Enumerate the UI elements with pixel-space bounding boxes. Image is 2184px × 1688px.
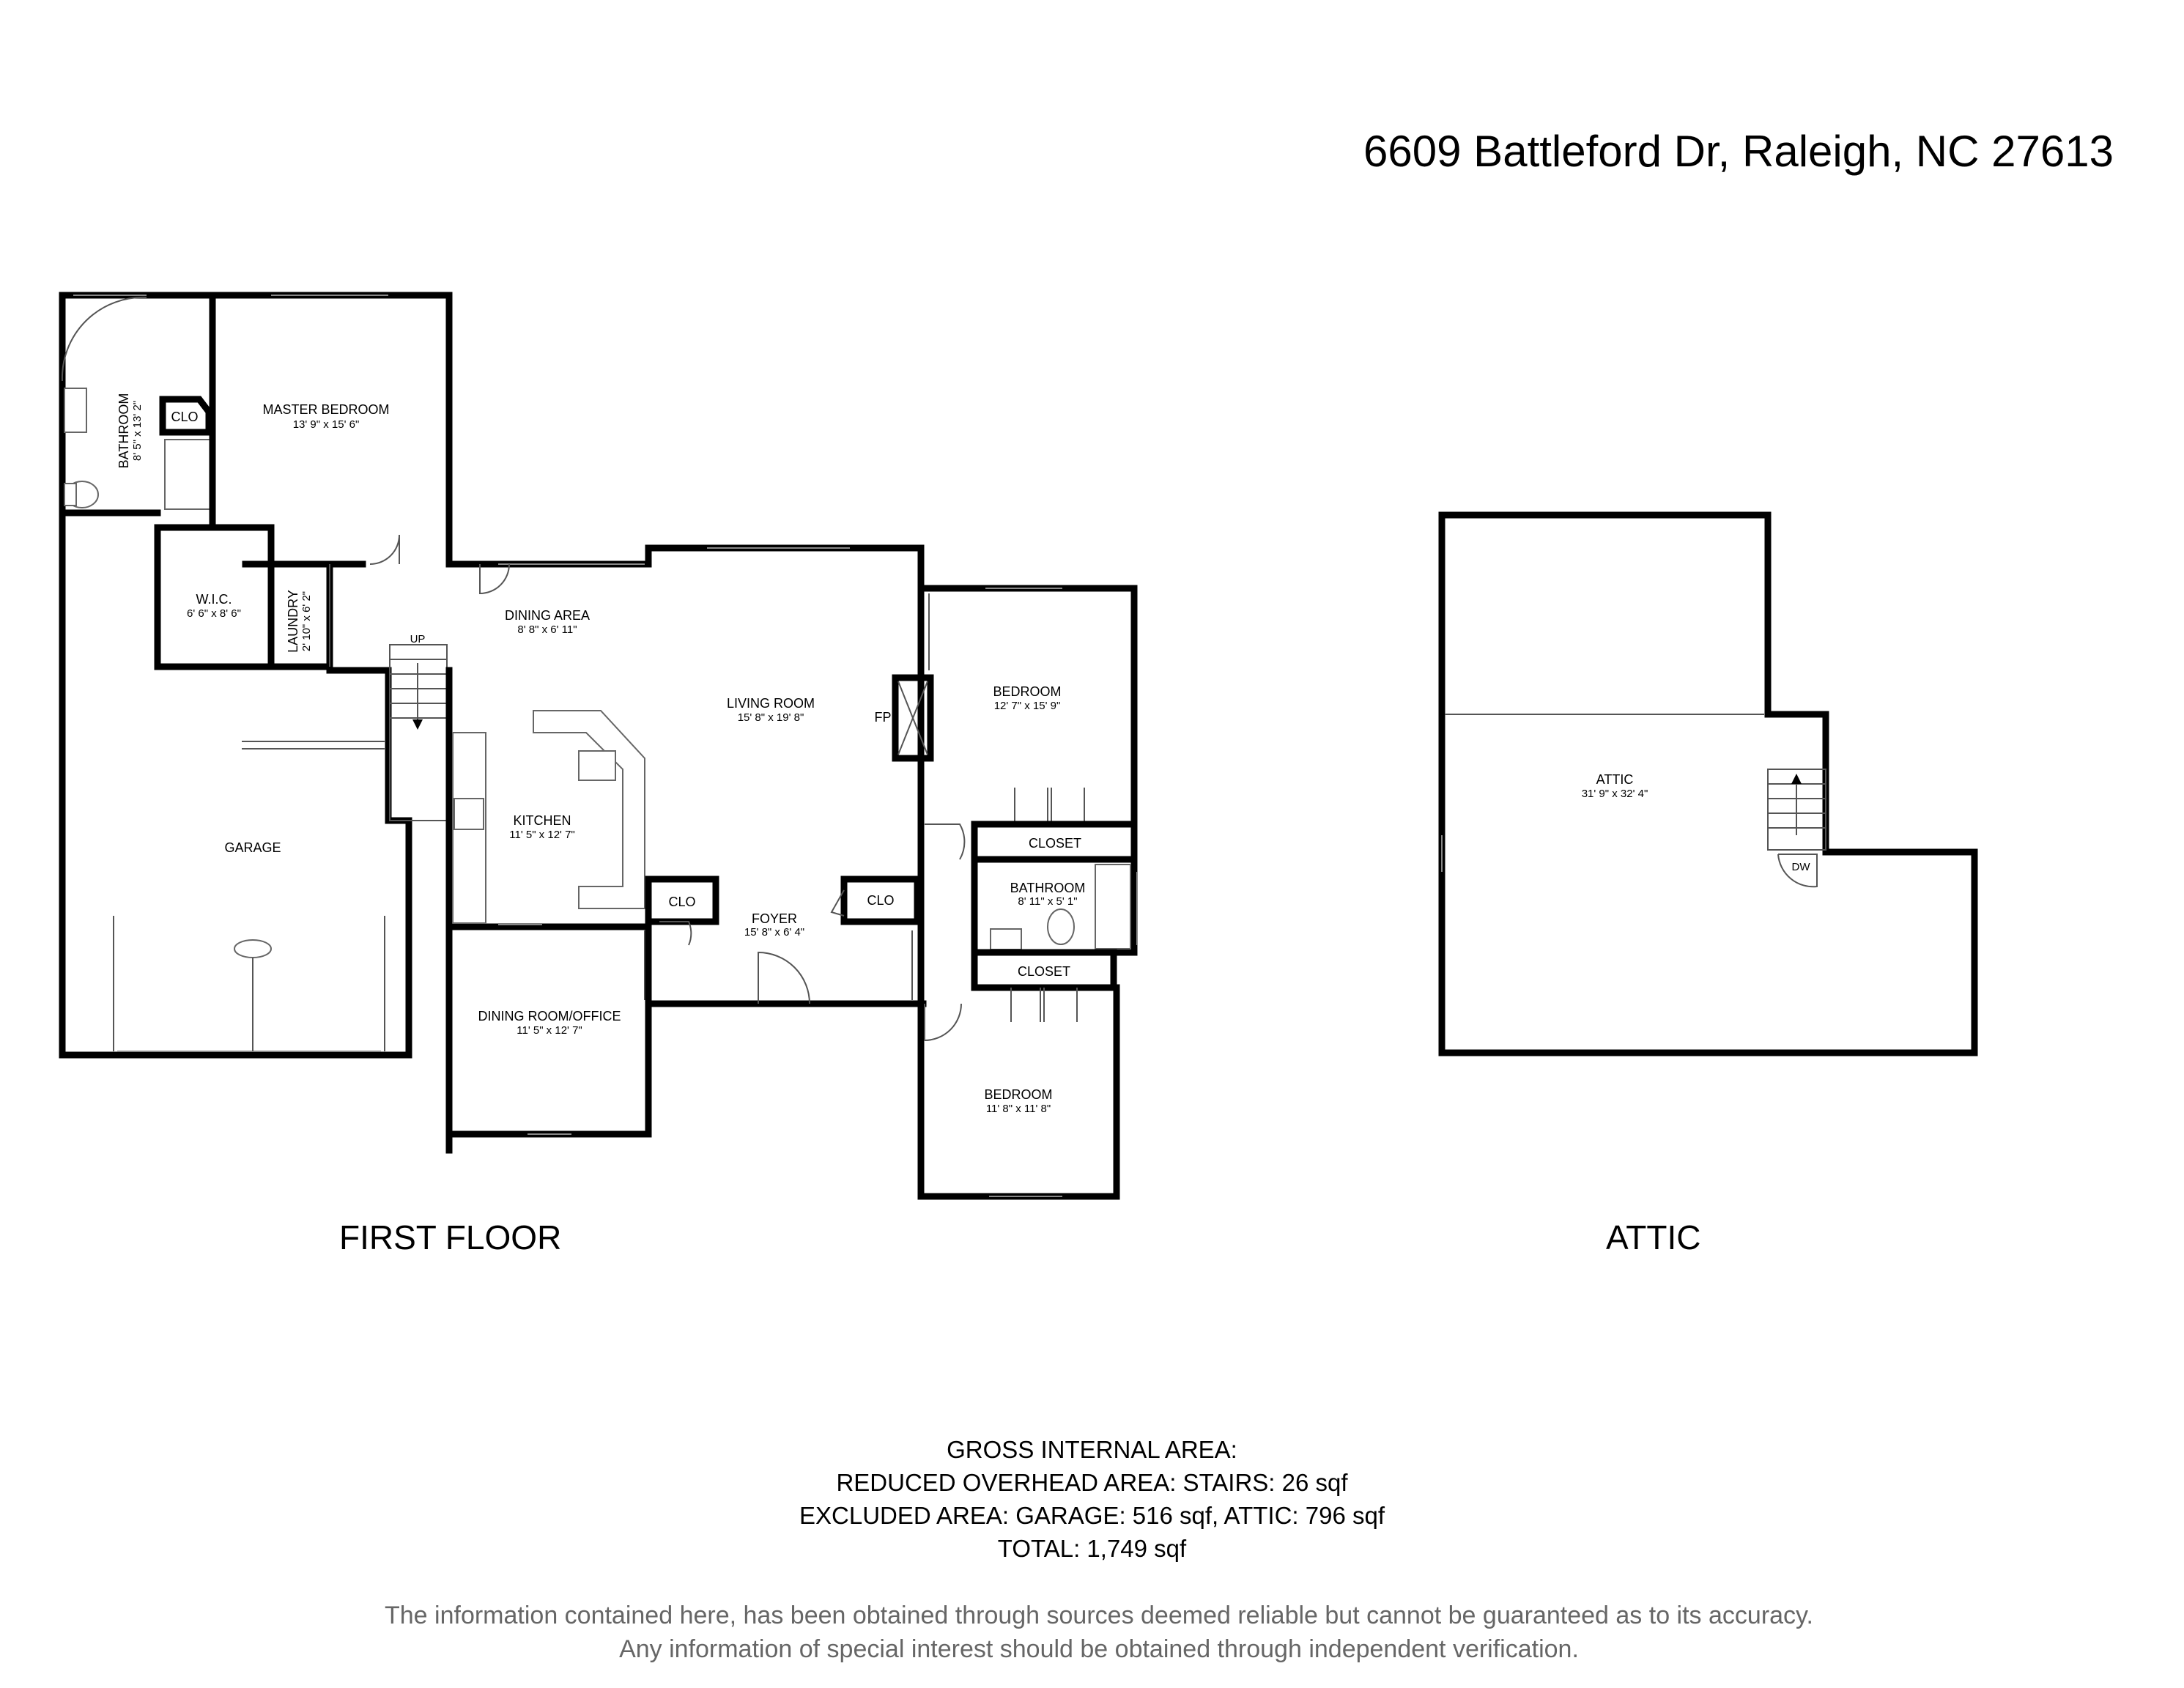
closet-1-walls [971,821,1138,863]
kitchen-label: KITCHEN [513,813,571,828]
master-bedroom-size: 13' 9" x 15' 6" [293,418,360,431]
disclaimer-line-1: The information contained here, has been… [385,1602,1813,1629]
dining-office-walls [445,923,652,1138]
foyer-closet-right-label: CLO [867,893,894,908]
bedroom-1-size: 12' 7" x 15' 9" [994,700,1061,712]
master-bathroom-label: BATHROOM [116,393,131,469]
wic-walls [154,524,275,670]
master-bathroom-walls [59,292,216,517]
fireplace-box [892,674,934,762]
front-door [758,951,810,1004]
attic-door [1777,854,1818,888]
attic-plan [1438,511,1978,1056]
master-closet-label: CLO [171,410,198,424]
attic-door-label: DW [1792,861,1811,873]
bedroom-2-size: 11' 8" x 11' 8" [986,1103,1051,1115]
closet-1-label: CLOSET [1029,836,1081,851]
area-summary: GROSS INTERNAL AREA: REDUCED OVERHEAD AR… [0,1433,2184,1565]
foyer-size: 15' 8" x 6' 4" [744,926,804,939]
bathtub [1095,864,1131,949]
attic-size: 31' 9" x 32' 4" [1582,788,1648,800]
shower [164,439,211,510]
master-closet-walls [159,396,212,436]
bathroom-2-walls [971,856,1138,956]
bedroom-2-label: BEDROOM [984,1087,1052,1102]
address-title: 6609 Battleford Dr, Raleigh, NC 27613 [1363,127,2114,176]
garage-walls [59,509,412,1059]
total-area-line: TOTAL: 1,749 sqf [997,1535,1187,1562]
attic-label: ATTIC [1596,772,1634,787]
dining-area-size: 8' 8" x 6' 11" [517,623,577,636]
dining-door [479,563,510,595]
kitchen-counters [452,710,645,924]
attic-walls [1438,511,1978,1056]
reduced-area-line: REDUCED OVERHEAD AREA: STAIRS: 26 sqf [836,1469,1348,1496]
main-house-walls [445,544,927,1154]
fireplace-label: FP [874,710,891,725]
wic-size: 6' 6" x 8' 6" [187,607,241,620]
excluded-area-line: EXCLUDED AREA: GARAGE: 516 sqf, ATTIC: 7… [799,1502,1385,1529]
foyer-label: FOYER [752,911,797,926]
wic-label: W.I.C. [196,592,232,607]
gross-area-line: GROSS INTERNAL AREA: [947,1436,1237,1463]
foyer-closet-left-label: CLO [668,895,695,909]
attic-title: ATTIC [1606,1218,1701,1256]
stairs-label: UP [410,633,426,645]
bathroom-2-toilet [1047,908,1075,945]
foyer-closet-right-walls [840,876,921,925]
disclaimer: The information contained here, has been… [0,1599,2184,1666]
stairs [389,644,448,821]
bathroom-2-size: 8' 11" x 5' 1" [1018,895,1077,908]
master-door [369,534,400,565]
wic-laundry-walls [154,524,333,670]
bedroom-1-closet-doors [1014,788,1085,824]
kitchen-size: 11' 5" x 12' 7" [509,829,575,841]
attic-stairs [1767,769,1826,851]
closet-2-label: CLOSET [1018,964,1070,979]
first-floor-plan [59,292,1138,1200]
corner-tub [61,296,147,382]
dining-office-size: 11' 5" x 12' 7" [517,1024,582,1037]
laundry-size: 2' 10" x 6' 2" [300,591,313,651]
living-room-size: 15' 8" x 19' 8" [738,711,804,724]
bath-sink [64,388,87,433]
bedroom-1-label: BEDROOM [993,684,1061,699]
laundry-label: LAUNDRY [286,590,300,653]
master-bathroom-size: 8' 5" x 13' 2" [131,401,144,461]
bathroom-2-sink [990,928,1022,950]
first-floor-title: FIRST FLOOR [339,1218,562,1256]
dining-office-label: DINING ROOM/OFFICE [478,1009,621,1023]
kitchen-sink [578,750,616,781]
room-labels: MASTER BEDROOM 13' 9" x 15' 6" BATHROOM … [116,393,1810,1115]
bedroom-2-walls [917,984,1120,1200]
living-room-label: LIVING ROOM [727,696,815,711]
garage-label: GARAGE [224,840,281,855]
master-bedroom-label: MASTER BEDROOM [262,402,389,417]
stove [454,798,484,830]
disclaimer-line-2: Any information of special interest shou… [619,1635,1579,1663]
bathroom-2-label: BATHROOM [1010,881,1086,895]
garage-fixture [234,939,272,958]
dining-area-label: DINING AREA [505,608,590,623]
